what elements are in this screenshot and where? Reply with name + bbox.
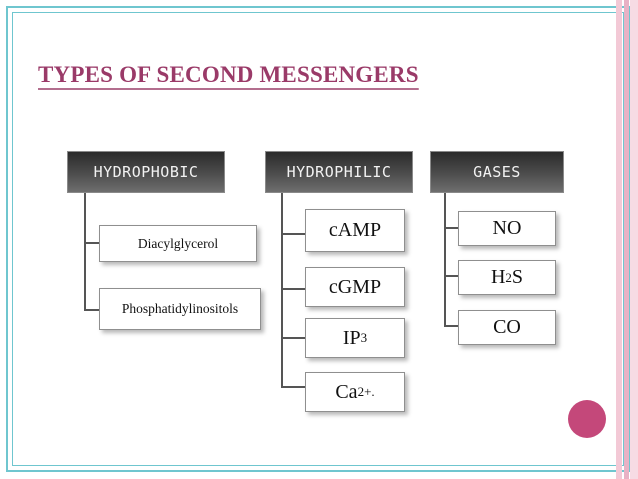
item-subscript: 2	[505, 269, 512, 285]
connector-line	[84, 193, 86, 310]
item-diacylglycerol: Diacylglycerol	[99, 225, 257, 262]
item-label: cGMP	[328, 275, 382, 298]
connector-line	[281, 337, 305, 339]
slide-frame-outer	[6, 6, 630, 472]
connector-line	[444, 325, 458, 327]
item-no: NO	[458, 211, 556, 246]
connector-line	[84, 309, 100, 311]
item-phosphatidylinositols: Phosphatidylinositols	[99, 288, 261, 330]
item-superscript: 2+.	[357, 384, 375, 399]
connector-line	[281, 288, 305, 290]
group-header-hydrophilic: HYDROPHILIC	[265, 151, 413, 193]
item-subscript: 3	[360, 330, 368, 345]
connector-line	[281, 193, 283, 387]
item-cgmp: cGMP	[305, 267, 405, 307]
item-camp: cAMP	[305, 209, 405, 252]
connector-line	[444, 193, 446, 326]
item-co: CO	[458, 310, 556, 345]
group-header-hydrophobic: HYDROPHOBIC	[67, 151, 225, 193]
decorative-stripe	[630, 0, 638, 479]
connector-line	[84, 242, 100, 244]
connector-line	[444, 227, 458, 229]
item-label: Diacylglycerol	[137, 235, 219, 251]
group-header-gases: GASES	[430, 151, 564, 193]
decorative-stripe	[624, 0, 629, 479]
item-label: Phosphatidylinositols	[121, 301, 239, 316]
item-label: CO	[493, 316, 521, 338]
item-label: NO	[492, 217, 522, 239]
connector-line	[281, 233, 305, 235]
decorative-circle	[568, 400, 606, 438]
item-label: cAMP	[328, 219, 382, 241]
item-label-tail: S	[511, 266, 524, 288]
item-label: Ca	[335, 380, 358, 403]
slide-frame-inner	[12, 12, 624, 466]
item-label: H	[490, 266, 506, 288]
slide-title: TYPES OF SECOND MESSENGERS	[38, 62, 419, 87]
item-label: IP	[342, 326, 361, 349]
decorative-stripe	[616, 0, 622, 479]
connector-line	[444, 275, 458, 277]
connector-line	[281, 386, 305, 388]
